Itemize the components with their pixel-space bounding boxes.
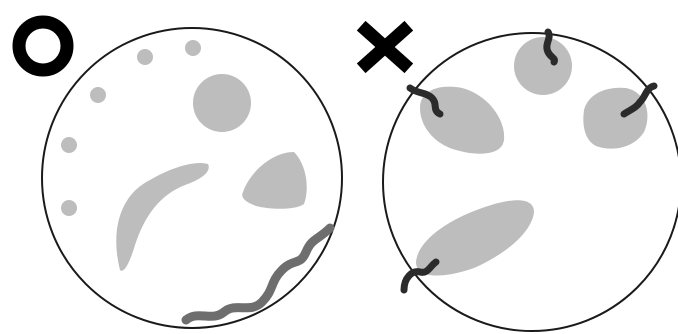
small-dot — [90, 87, 106, 103]
incorrect-mark-icon — [366, 30, 404, 64]
small-dot — [185, 40, 201, 56]
small-dot — [61, 200, 77, 216]
round-shape — [193, 74, 251, 132]
small-dot — [61, 137, 77, 153]
small-dot — [137, 49, 153, 65]
top-blob — [514, 37, 572, 95]
panel-correct — [19, 22, 342, 328]
panel-incorrect — [366, 30, 678, 331]
correct-mark-icon — [19, 22, 67, 70]
